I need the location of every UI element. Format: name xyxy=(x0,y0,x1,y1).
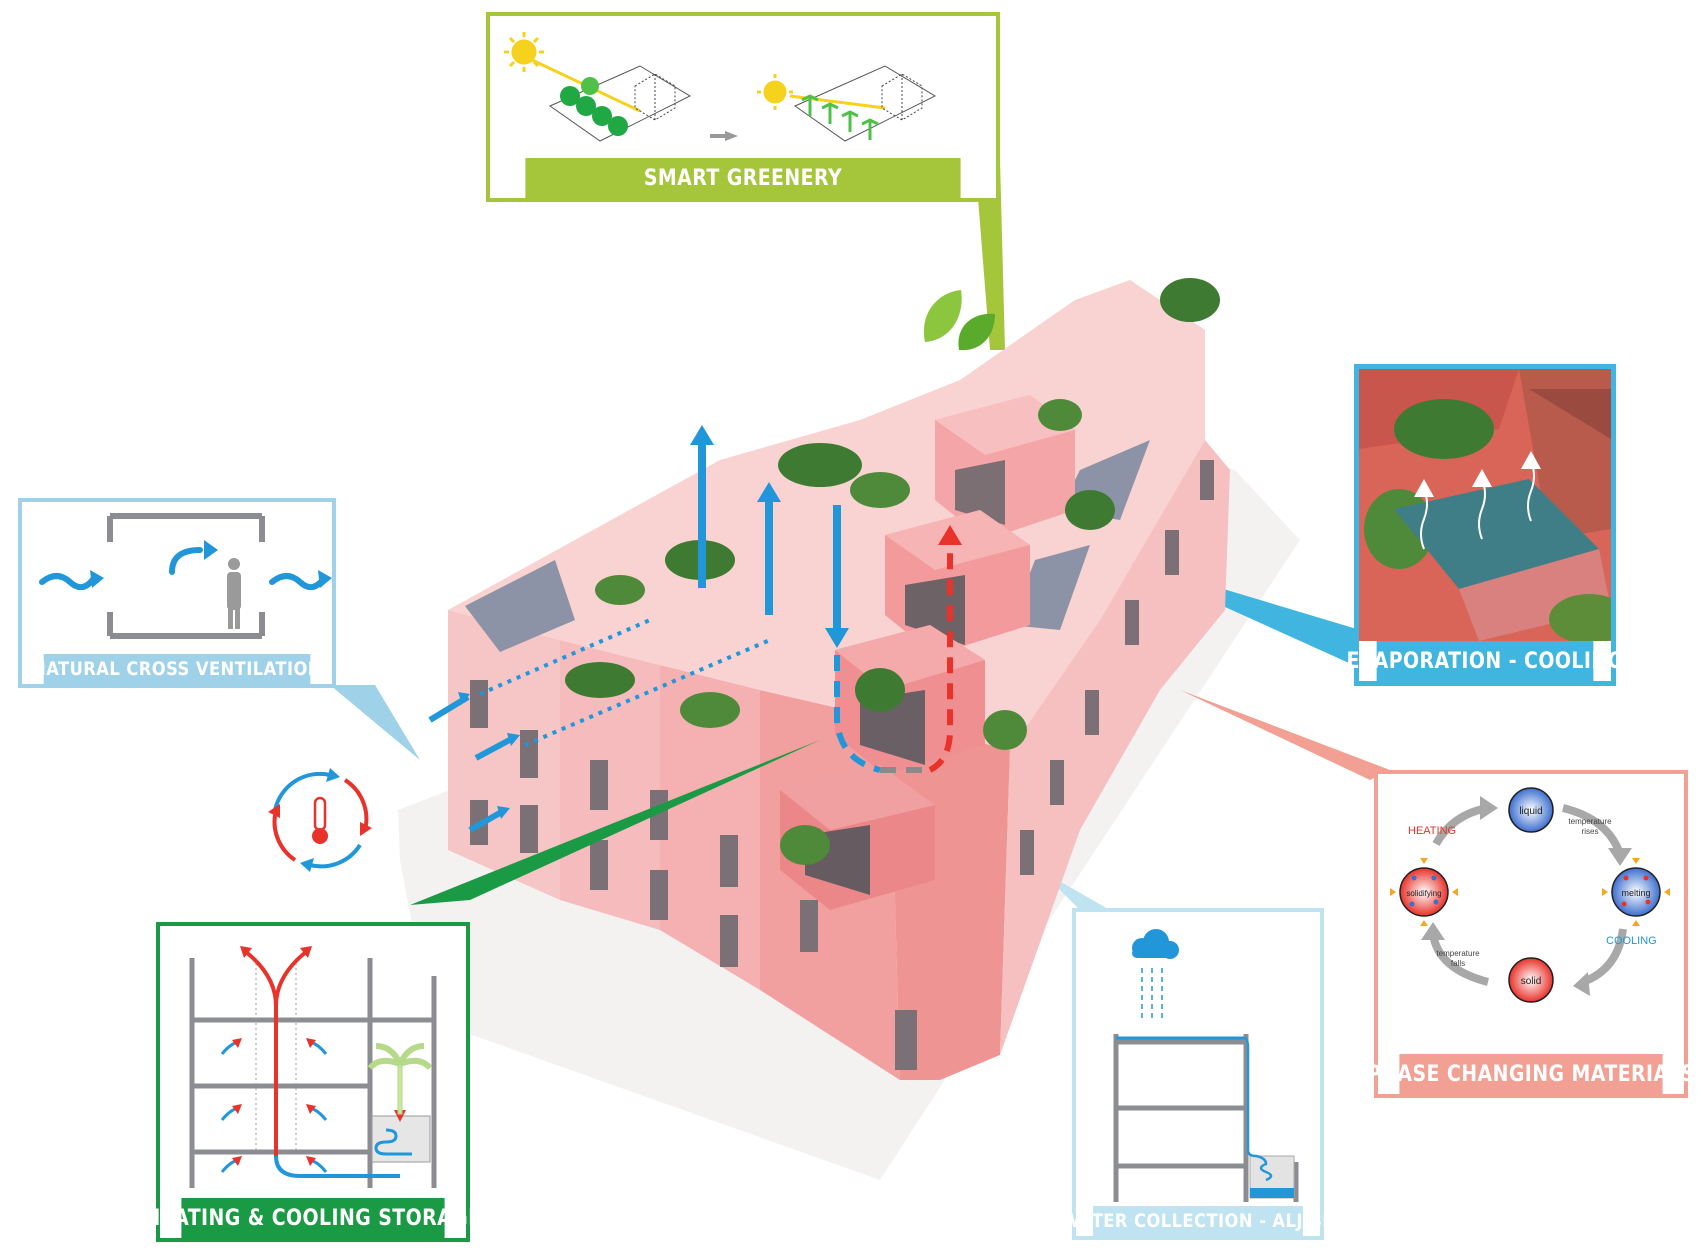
storage-leader xyxy=(410,740,820,905)
phase-leader xyxy=(1180,690,1390,780)
roof-terrace-1 xyxy=(465,560,575,652)
ventilation-leader xyxy=(330,685,420,760)
phase-cycle-diagram: liquid melting solid solidifying HEATING… xyxy=(1390,787,1670,1003)
smart-greenery-panel: SMART GREENERY xyxy=(486,12,1000,202)
greenery-diagram xyxy=(504,32,937,142)
thermometer-cycle-icon xyxy=(268,768,372,872)
heat-arrowhead xyxy=(938,525,962,545)
leaf-icon xyxy=(923,290,995,351)
evaporation-title: EVAPORATION - COOLING xyxy=(1346,641,1623,681)
ventilation-arrowheads xyxy=(458,692,520,819)
water-diagram xyxy=(1113,929,1299,1202)
rising-vapor-icon xyxy=(1420,460,1535,550)
rain-cloud-icon xyxy=(1132,929,1179,959)
falls-label-2: falls xyxy=(1451,959,1465,968)
rises-label-1: temperature xyxy=(1568,817,1612,826)
facade-mid xyxy=(660,665,760,990)
pavilion-top xyxy=(935,395,1075,540)
palm-icon xyxy=(367,1043,433,1115)
person-icon xyxy=(227,558,241,629)
greenery-leader xyxy=(975,160,1005,350)
state-melting xyxy=(1602,858,1670,926)
rises-label-2: rises xyxy=(1582,827,1599,836)
water-title: WATER COLLECTION - ALJIBE xyxy=(1062,1206,1333,1236)
heat-loop xyxy=(834,545,953,773)
melting-label: melting xyxy=(1621,888,1650,898)
facade-midleft xyxy=(560,640,660,930)
sun-icon xyxy=(504,32,544,72)
liquid-label: liquid xyxy=(1519,806,1542,817)
storage-diagram xyxy=(189,946,437,1188)
state-liquid xyxy=(1508,787,1554,833)
windows xyxy=(470,460,1214,1070)
storage-title: HEATING & COOLING STORAGE xyxy=(144,1198,481,1238)
evaporation-photo xyxy=(1359,369,1629,644)
solidifying-label: solidifying xyxy=(1406,889,1441,898)
phase-panel: liquid melting solid solidifying HEATING… xyxy=(1367,770,1695,1098)
state-solidifying xyxy=(1390,858,1458,926)
smart-greenery-title: SMART GREENERY xyxy=(525,158,961,198)
state-solid xyxy=(1508,957,1554,1003)
solid-label: solid xyxy=(1521,976,1542,987)
roof-main xyxy=(448,280,1205,750)
heating-label: HEATING xyxy=(1408,825,1456,837)
ventilation-diagram xyxy=(39,513,332,639)
tree-icon xyxy=(560,77,628,136)
phase-title: PHASE CHANGING MATERIALS xyxy=(1367,1054,1695,1094)
storage-panel: HEATING & COOLING STORAGE xyxy=(144,922,481,1242)
evaporation-panel: EVAPORATION - COOLING xyxy=(1346,364,1629,686)
facade-right xyxy=(1000,440,1230,1055)
ventilation-title: NATURAL CROSS VENTILATION xyxy=(32,654,321,684)
cooling-label: COOLING xyxy=(1606,935,1657,947)
wind-icon xyxy=(39,547,327,591)
water-panel: WATER COLLECTION - ALJIBE xyxy=(1062,908,1333,1240)
falls-label-1: temperature xyxy=(1436,949,1480,958)
ventilation-panel: NATURAL CROSS VENTILATION xyxy=(18,498,336,688)
vertical-airflow xyxy=(690,425,849,648)
sun-icon-2 xyxy=(757,74,793,110)
